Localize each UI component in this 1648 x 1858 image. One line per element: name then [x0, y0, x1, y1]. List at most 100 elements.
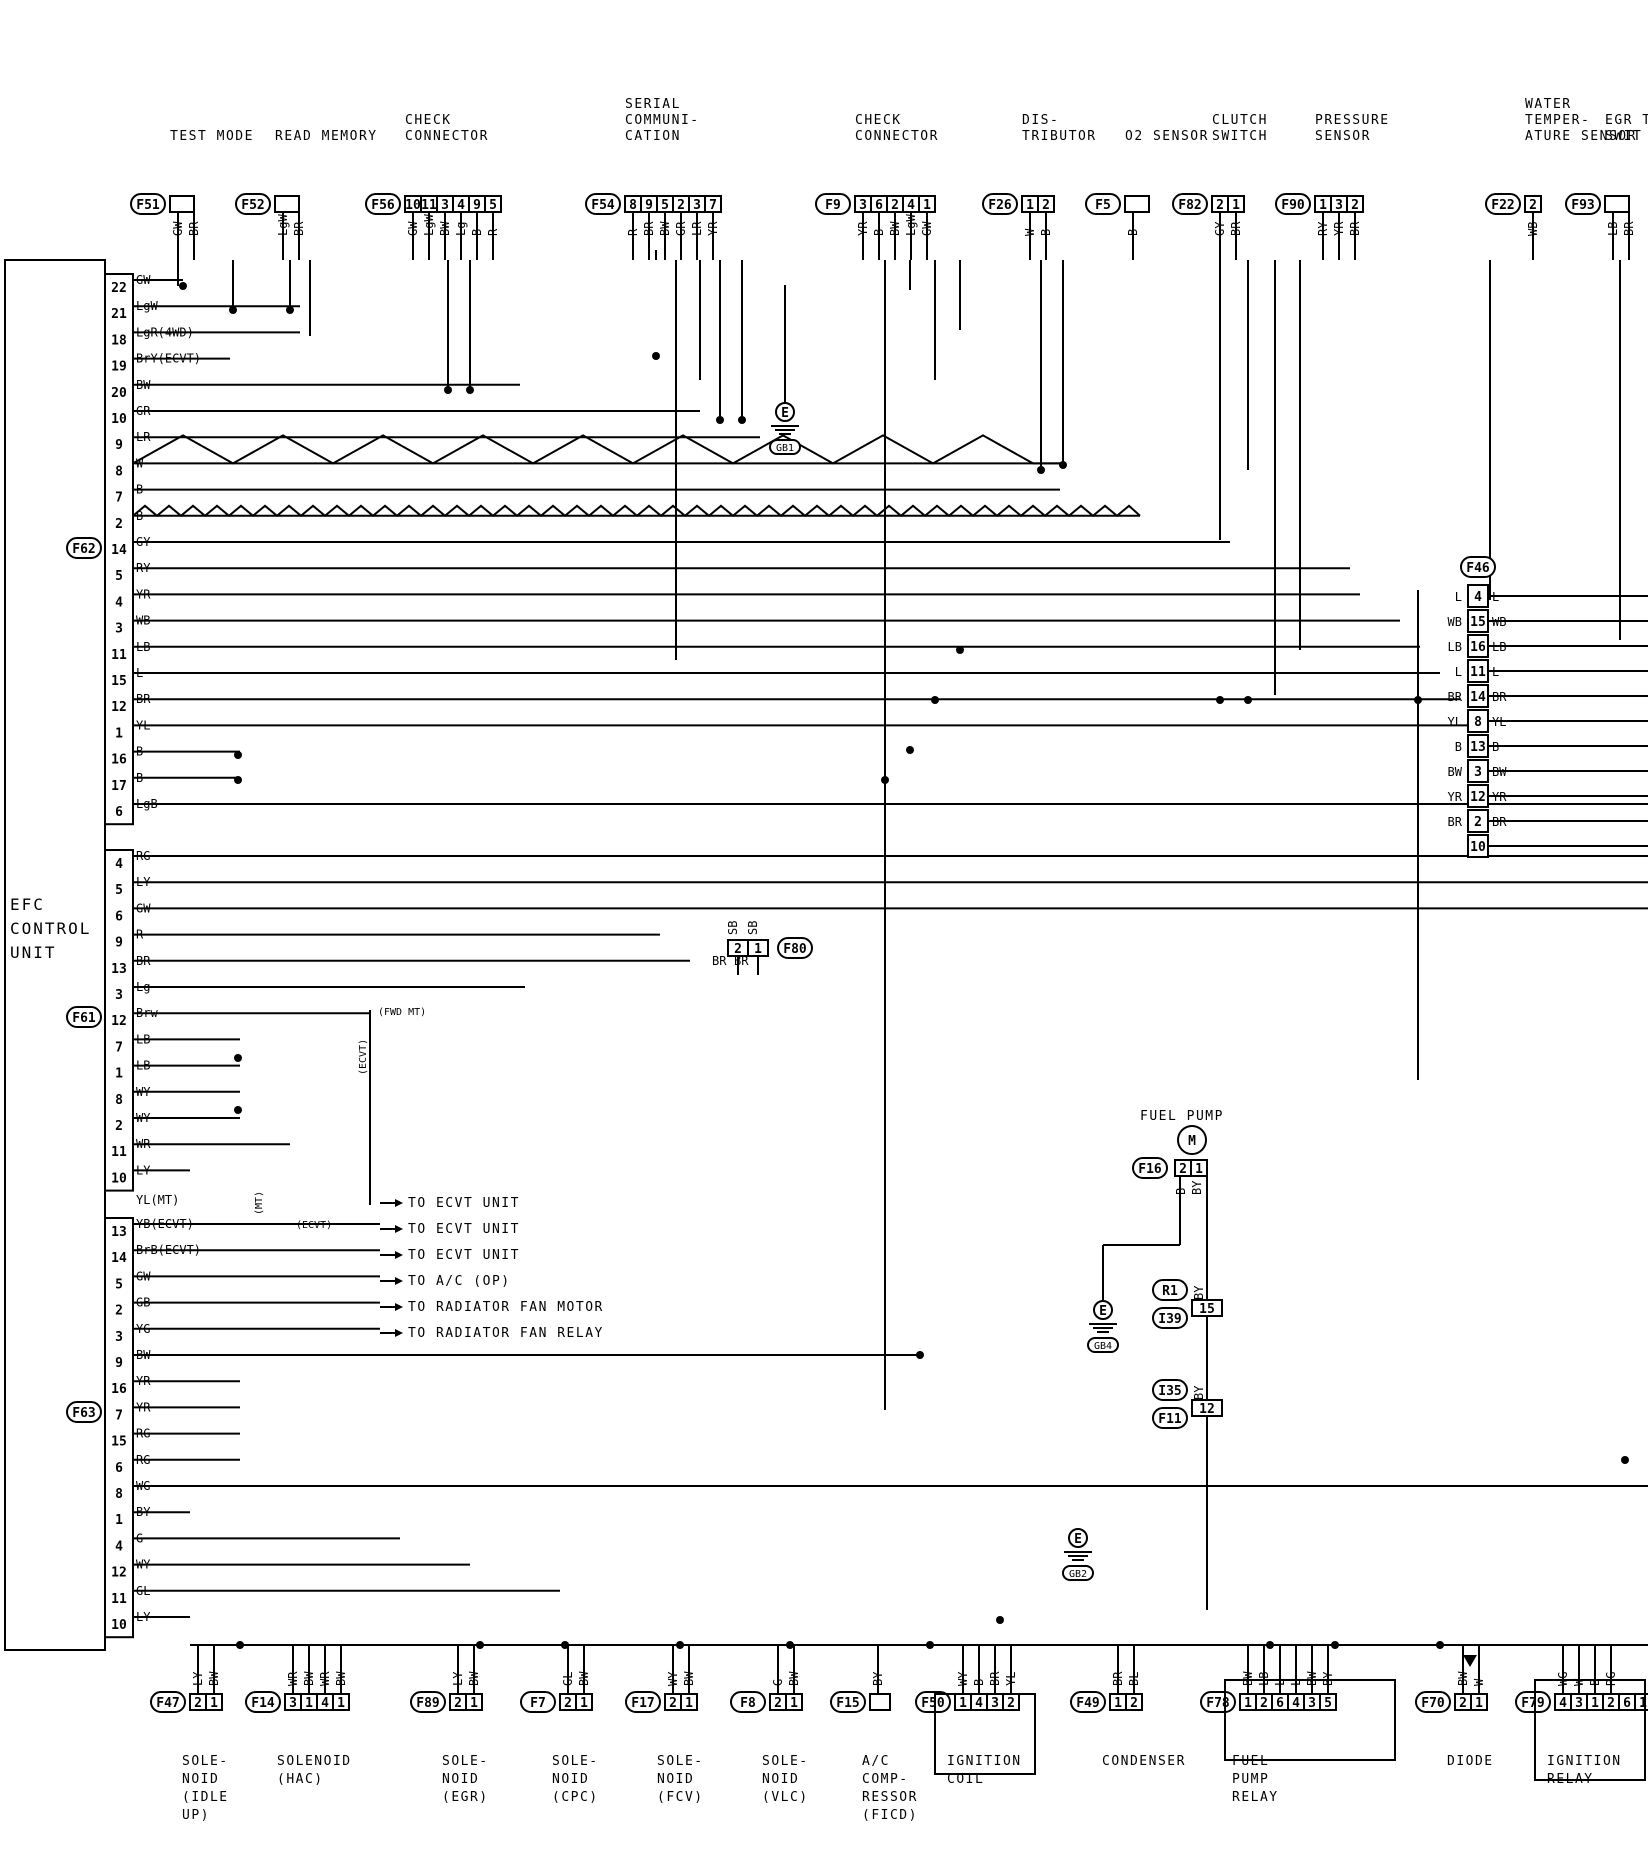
ecu-pin: 1 [115, 1067, 123, 1082]
pin-number: 2 [564, 1696, 572, 1711]
connector-id-tag [1085, 193, 1121, 215]
f46-pin [1467, 759, 1489, 783]
junction-dot [738, 416, 746, 424]
f46-pin-number: 10 [1470, 840, 1486, 855]
wire-code: BW [467, 1671, 481, 1686]
pin-number: 1 [1639, 1696, 1647, 1711]
wire-code: YL [1004, 1672, 1018, 1686]
component-name: CONNECTOR [405, 129, 489, 144]
connector-id: F26 [988, 198, 1012, 213]
ecu-wire-code: LB [136, 1059, 150, 1073]
pin-number: 1 [580, 1696, 588, 1711]
f46-pin-number: 4 [1474, 590, 1482, 605]
arrow-icon [395, 1225, 403, 1233]
component-name: SOLE- [182, 1754, 229, 1769]
junction-dot [996, 1616, 1004, 1624]
ecu-wire-code: BR [136, 692, 151, 706]
pin-number: 2 [734, 942, 742, 957]
wire-code: LgW [422, 214, 436, 236]
connector-id: F49 [1076, 1696, 1099, 1711]
f46-right-wire: L [1492, 665, 1499, 679]
component-name: SWITCH [1212, 129, 1268, 144]
junction-dot [1216, 696, 1224, 704]
wire-code: LY [191, 1671, 205, 1686]
ecu-wire-code: LY [136, 1163, 151, 1177]
ecu-wire-code: LB [136, 1032, 150, 1046]
connector-id-tag [235, 193, 271, 215]
f46-left-wire: YR [1448, 790, 1463, 804]
diode-icon [1463, 1655, 1477, 1667]
connector-id: F90 [1281, 198, 1305, 213]
wire-code: Lg [454, 222, 468, 236]
junction-dot [931, 696, 939, 704]
component-name: COIL [947, 1772, 984, 1787]
f46-pin [1467, 634, 1489, 658]
wire-code: BR [1622, 221, 1636, 236]
f46-right-wire: BR [1492, 815, 1507, 829]
wire-code: YR [1332, 221, 1346, 236]
component-name: IGNITION [1547, 1754, 1622, 1769]
pin-number: 1 [1591, 1696, 1599, 1711]
pin-number: 2 [1529, 198, 1537, 213]
pin-number: 4 [457, 198, 465, 213]
wire-code: B [872, 229, 886, 236]
fuel-pump-title: FUEL PUMP [1140, 1109, 1224, 1124]
connector-pin [169, 195, 195, 213]
component-name: (FICD) [862, 1808, 918, 1823]
wire-code: GW [406, 221, 420, 236]
junction-dot [444, 386, 452, 394]
ecu-pin: 4 [115, 595, 123, 610]
connector-id: F62 [72, 542, 95, 557]
ecu-wire-code: W [136, 456, 144, 470]
pin-number: 2 [1260, 1696, 1268, 1711]
wire-code: BY [1192, 1385, 1206, 1400]
arrow-icon [395, 1251, 403, 1259]
pin-number: 1 [1114, 1696, 1122, 1711]
pin-number: 5 [1324, 1696, 1332, 1711]
connector-id-tag [410, 1691, 446, 1713]
f46-left-wire: B [1455, 740, 1462, 754]
pin-number: 6 [1623, 1696, 1631, 1711]
connector-id-tag [1070, 1691, 1106, 1713]
connector-pin [1037, 195, 1055, 213]
ecu-wire-code: BW [136, 1348, 151, 1362]
component-name: COMP- [862, 1772, 909, 1787]
component-name: TEST MODE [170, 129, 254, 144]
ecu-pin: 14 [111, 1251, 127, 1266]
component-name: DIODE [1447, 1754, 1494, 1769]
component-name: A/C [862, 1754, 890, 1769]
ecu-wire-code: WB [136, 614, 150, 628]
ecu-pin: 7 [115, 1408, 123, 1423]
ecu-pin: 16 [111, 753, 127, 768]
connector-id: F46 [1466, 561, 1490, 576]
ecu-pin: 10 [111, 1618, 127, 1633]
connector-pin [747, 939, 769, 957]
wire-code: BY [1192, 1285, 1206, 1300]
ecu-wire-code: RG [136, 849, 150, 863]
connector-id: F63 [72, 1406, 95, 1421]
ecu-pin: 14 [111, 543, 127, 558]
pin-number: 7 [709, 198, 717, 213]
ecu-wire-code: B [136, 509, 143, 523]
junction-dot [234, 751, 242, 759]
wire-code: LgW [904, 214, 918, 236]
ecu-pin: 1 [115, 1513, 123, 1528]
tag-label: (ECVT) [296, 1220, 332, 1231]
connector-pin [575, 1693, 593, 1711]
f46-pin [1467, 709, 1489, 733]
wire-code: BR [1229, 221, 1243, 236]
pin-number: 5 [489, 198, 497, 213]
connector-id: F14 [251, 1696, 275, 1711]
f46-pin-number: 11 [1470, 665, 1486, 680]
ecu-wire-code: R [136, 928, 144, 942]
f46-pin-number: 3 [1474, 765, 1482, 780]
f46-right-wire: YL [1492, 715, 1506, 729]
component-name: NOID [552, 1772, 589, 1787]
component-name: SWIT [1605, 129, 1642, 144]
connector-pin [680, 1693, 698, 1711]
ecu-wire-code: LY [136, 1610, 151, 1624]
wire-network [105, 212, 1648, 1694]
f46-right-wire: BW [1492, 765, 1507, 779]
f46-pin [1467, 834, 1489, 858]
component-name: NOID [762, 1772, 799, 1787]
